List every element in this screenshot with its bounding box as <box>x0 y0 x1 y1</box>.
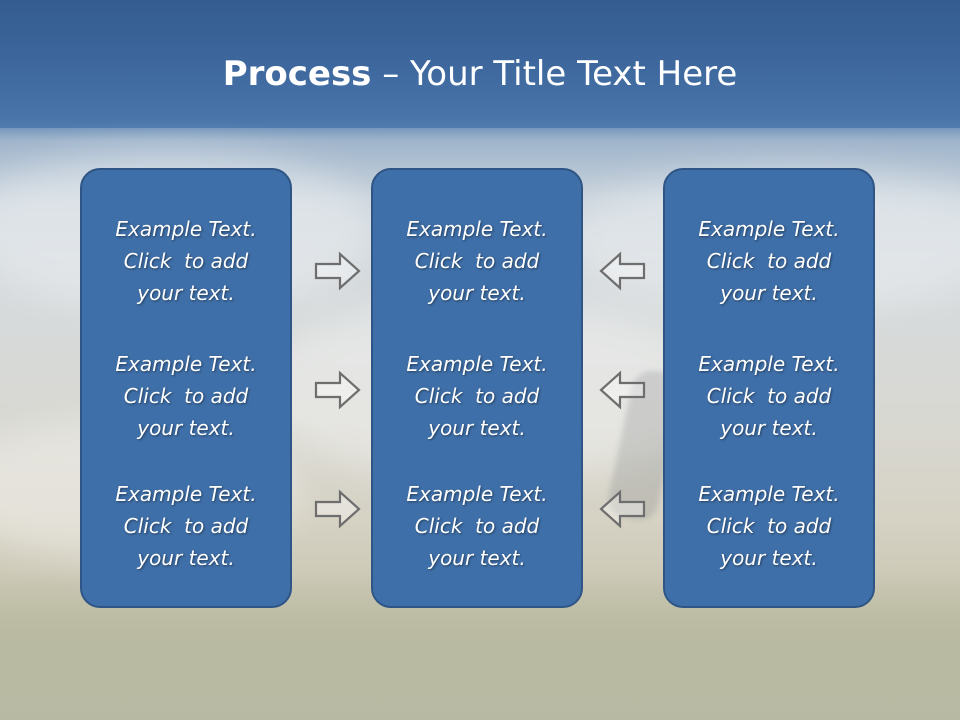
process-box-middle[interactable]: Example Text. Click to add your text. Ex… <box>371 168 583 608</box>
text-line: Example Text. <box>115 482 257 506</box>
right-arrow-icon <box>314 489 361 529</box>
text-line: Example Text. <box>698 482 840 506</box>
text-line: Click to add <box>123 249 249 273</box>
text-line: Example Text. <box>698 217 840 241</box>
text-line: your text. <box>137 281 235 305</box>
slide-title[interactable]: Process – Your Title Text Here <box>0 52 960 96</box>
text-line: your text. <box>428 546 526 570</box>
left-arrow-icon <box>599 489 646 529</box>
title-rest: – Your Title Text Here <box>371 54 738 94</box>
text-block[interactable]: Example Text. Click to add your text. <box>82 348 290 444</box>
right-arrow-icon <box>314 251 361 291</box>
text-line: Click to add <box>414 249 540 273</box>
text-block[interactable]: Example Text. Click to add your text. <box>665 213 873 309</box>
text-line: Click to add <box>706 249 832 273</box>
text-line: Click to add <box>123 514 249 538</box>
text-line: Example Text. <box>698 352 840 376</box>
right-arrow-icon <box>314 370 361 410</box>
process-box-left[interactable]: Example Text. Click to add your text. Ex… <box>80 168 292 608</box>
text-line: Click to add <box>414 384 540 408</box>
process-box-right[interactable]: Example Text. Click to add your text. Ex… <box>663 168 875 608</box>
text-block[interactable]: Example Text. Click to add your text. <box>373 213 581 309</box>
text-line: Click to add <box>706 384 832 408</box>
text-line: Example Text. <box>406 482 548 506</box>
left-arrow-icon <box>599 251 646 291</box>
text-line: Example Text. <box>115 352 257 376</box>
text-line: your text. <box>137 416 235 440</box>
text-block[interactable]: Example Text. Click to add your text. <box>373 478 581 574</box>
text-block[interactable]: Example Text. Click to add your text. <box>665 348 873 444</box>
text-line: Example Text. <box>406 217 548 241</box>
text-line: your text. <box>137 546 235 570</box>
text-line: Click to add <box>123 384 249 408</box>
text-line: your text. <box>720 281 818 305</box>
text-line: Example Text. <box>406 352 548 376</box>
text-line: your text. <box>720 546 818 570</box>
text-line: Example Text. <box>115 217 257 241</box>
text-block[interactable]: Example Text. Click to add your text. <box>665 478 873 574</box>
text-line: your text. <box>428 281 526 305</box>
text-line: Click to add <box>414 514 540 538</box>
title-bar <box>0 0 960 128</box>
left-arrow-icon <box>599 370 646 410</box>
title-bold: Process <box>222 54 372 94</box>
text-block[interactable]: Example Text. Click to add your text. <box>82 213 290 309</box>
text-line: your text. <box>428 416 526 440</box>
text-block[interactable]: Example Text. Click to add your text. <box>373 348 581 444</box>
text-block[interactable]: Example Text. Click to add your text. <box>82 478 290 574</box>
text-line: Click to add <box>706 514 832 538</box>
text-line: your text. <box>720 416 818 440</box>
